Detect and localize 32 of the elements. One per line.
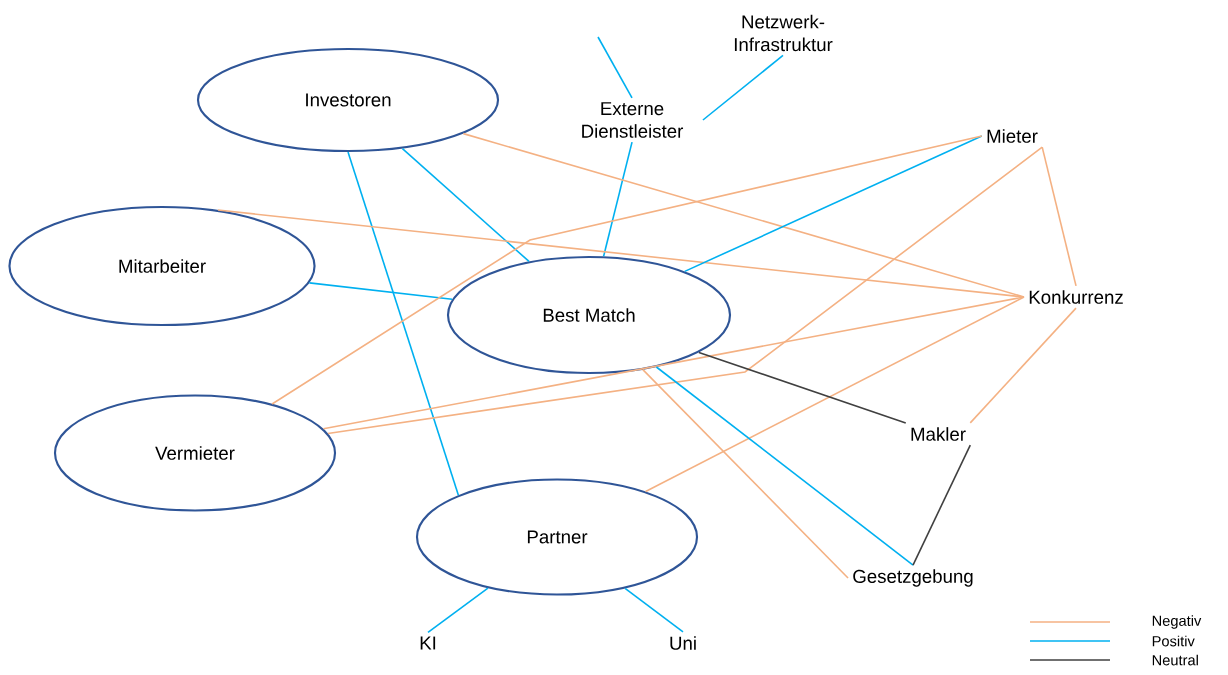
- connector-line: [602, 141, 633, 258]
- connector-line: [308, 282, 453, 301]
- stakeholder-label: Mieter: [987, 129, 1038, 143]
- connector-line: [462, 132, 1025, 298]
- stakeholder-label: Externe Dienstleister: [582, 102, 684, 138]
- connector-line: [655, 366, 914, 566]
- connector-line: [912, 444, 972, 566]
- stakeholder-label: Uni: [670, 636, 696, 650]
- stakeholder-label: Netzwerk-Infrastruktur: [734, 14, 833, 52]
- legend-label: Negativ: [1152, 615, 1202, 629]
- stakeholder-label: Konkurrenz: [1029, 290, 1123, 304]
- connector-line: [322, 296, 1025, 430]
- connector-line: [1041, 146, 1077, 287]
- connector-line: [702, 54, 784, 121]
- stakeholder-label: Makler: [911, 427, 966, 441]
- connector-line: [698, 351, 907, 424]
- connector-line: [217, 209, 1025, 298]
- connector-line: [642, 368, 849, 579]
- connector-line: [683, 135, 983, 273]
- connector-line: [969, 307, 1077, 424]
- connector-line: [327, 146, 1043, 435]
- connector-line: [271, 135, 983, 405]
- legend-label: Positiv: [1152, 635, 1195, 647]
- stakeholder-label: KI: [420, 636, 436, 650]
- stakeholder-label: Gesetzgebung: [853, 569, 973, 587]
- connector-line: [427, 587, 489, 634]
- connector-line: [597, 36, 633, 99]
- connector-line: [347, 151, 460, 496]
- legend-label: Neutral: [1152, 654, 1198, 666]
- connector-line: [624, 587, 684, 633]
- connector-line: [644, 296, 1025, 493]
- connector-line: [401, 147, 530, 263]
